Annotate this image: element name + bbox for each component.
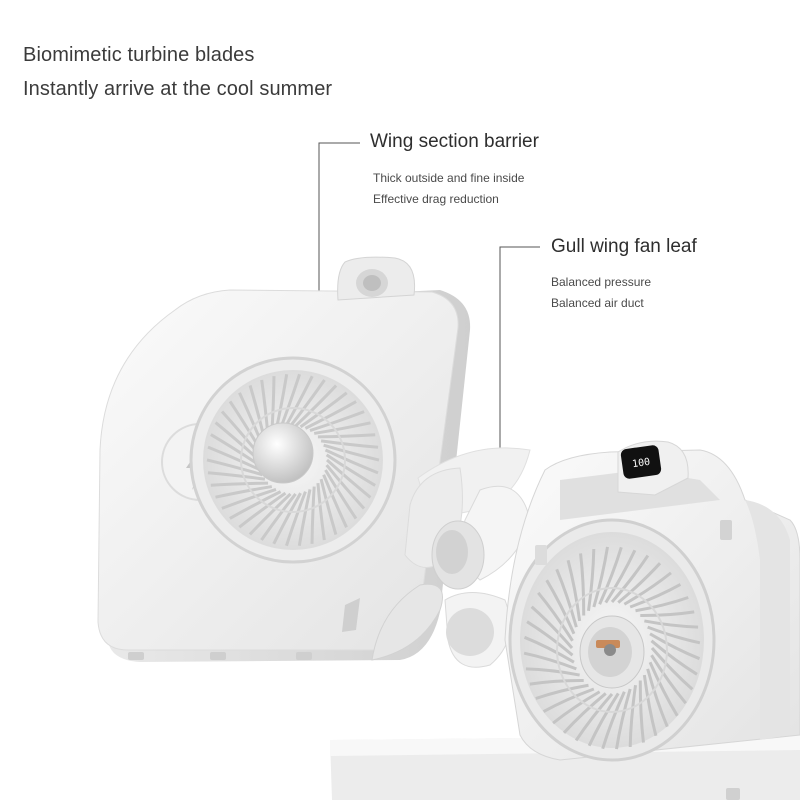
grill-slat — [644, 619, 699, 629]
grill-slat — [320, 439, 379, 449]
grill-slat — [629, 583, 682, 609]
grill-slat — [210, 481, 269, 487]
callout-leader-wing-section — [318, 142, 360, 345]
grill-slat — [647, 625, 701, 645]
grill-slat — [650, 639, 698, 676]
grill-slat — [207, 445, 262, 472]
rear-unit: 100 — [330, 440, 800, 800]
grill-slat — [248, 492, 292, 536]
callout-line-thick-outside: Thick outside and fine inside — [373, 171, 525, 185]
grill-slat — [260, 492, 297, 541]
grill-slat — [207, 471, 266, 481]
grill-slat — [206, 458, 263, 477]
grill-slat — [598, 546, 623, 605]
grill-slat — [299, 391, 348, 429]
grill-slat — [610, 554, 650, 603]
grill-slat — [289, 379, 326, 428]
grill-slat — [648, 661, 679, 717]
callout-line-balanced-pressure: Balanced pressure — [551, 275, 652, 289]
grill-slat — [229, 490, 282, 520]
grill-slat — [640, 610, 695, 617]
digital-display — [620, 445, 662, 479]
grill-slat — [325, 453, 376, 487]
grill-slat — [545, 579, 576, 635]
grill-slat — [284, 375, 314, 428]
grill-slat — [650, 654, 687, 705]
grill-slat — [294, 384, 338, 428]
grill-slat — [601, 691, 626, 750]
grill-slat — [526, 620, 574, 657]
grill-slat — [638, 680, 645, 743]
grill-slat — [325, 458, 372, 499]
grill-slat — [325, 464, 366, 510]
grill-slat — [555, 568, 578, 628]
grill-slat — [317, 433, 376, 439]
grill-slat — [525, 667, 580, 677]
grill-slat — [635, 596, 689, 613]
grill-slat — [285, 491, 307, 547]
grill-slat — [574, 693, 614, 742]
headline-line-1: Biomimetic turbine blades — [23, 44, 255, 66]
grill-slat — [529, 679, 584, 686]
grill-slat — [617, 562, 662, 604]
fan-blades — [371, 447, 531, 668]
grill-slat — [646, 668, 669, 728]
grill-slat — [587, 692, 620, 747]
grill-slat — [316, 482, 326, 541]
grill-slat — [623, 571, 672, 606]
grill-slat — [523, 651, 577, 671]
callout-title-wing-section: Wing section barrier — [370, 131, 539, 152]
headline-line-2: Instantly arrive at the cool summer — [23, 78, 333, 100]
grill-slat — [319, 478, 338, 535]
grill-slat — [642, 674, 658, 737]
grill-slat — [649, 632, 701, 661]
grill-slat — [523, 635, 575, 664]
grill-slat — [562, 692, 607, 734]
grill-slat — [272, 492, 302, 545]
grill-slat — [215, 485, 273, 499]
grill-slat — [313, 421, 371, 435]
grill-slat — [221, 488, 277, 510]
grill-slat — [566, 559, 582, 622]
grill-slat — [615, 688, 632, 750]
callout-leader-gull-wing — [499, 246, 540, 450]
grill-slat — [542, 687, 595, 713]
grill-slat — [592, 546, 609, 608]
grill-slat — [650, 647, 694, 691]
grill-slat — [587, 548, 596, 611]
grill-slat — [323, 443, 380, 462]
grill-slat — [628, 685, 637, 748]
grill-slat — [552, 690, 601, 725]
grill-slat — [322, 474, 348, 528]
callout-line-drag-reduction: Effective drag reduction — [373, 192, 499, 206]
callout-title-gull-wing: Gull wing fan leaf — [551, 236, 697, 257]
display-reading: 100 — [631, 457, 650, 470]
grill-slat — [604, 549, 637, 604]
front-panel — [97, 256, 471, 662]
grill-slat — [304, 400, 357, 430]
grill-slat — [309, 410, 365, 432]
grill-slat — [537, 591, 574, 642]
grill-slat — [324, 469, 358, 520]
grill-slat — [535, 683, 589, 700]
grill-slat — [579, 553, 586, 616]
grill-slat — [324, 448, 379, 475]
grill-slat — [297, 489, 312, 547]
grill-slat — [238, 491, 287, 529]
grill-slat — [310, 486, 316, 544]
grill-slat — [530, 605, 574, 649]
callout-line-balanced-air-duct: Balanced air duct — [551, 296, 644, 310]
